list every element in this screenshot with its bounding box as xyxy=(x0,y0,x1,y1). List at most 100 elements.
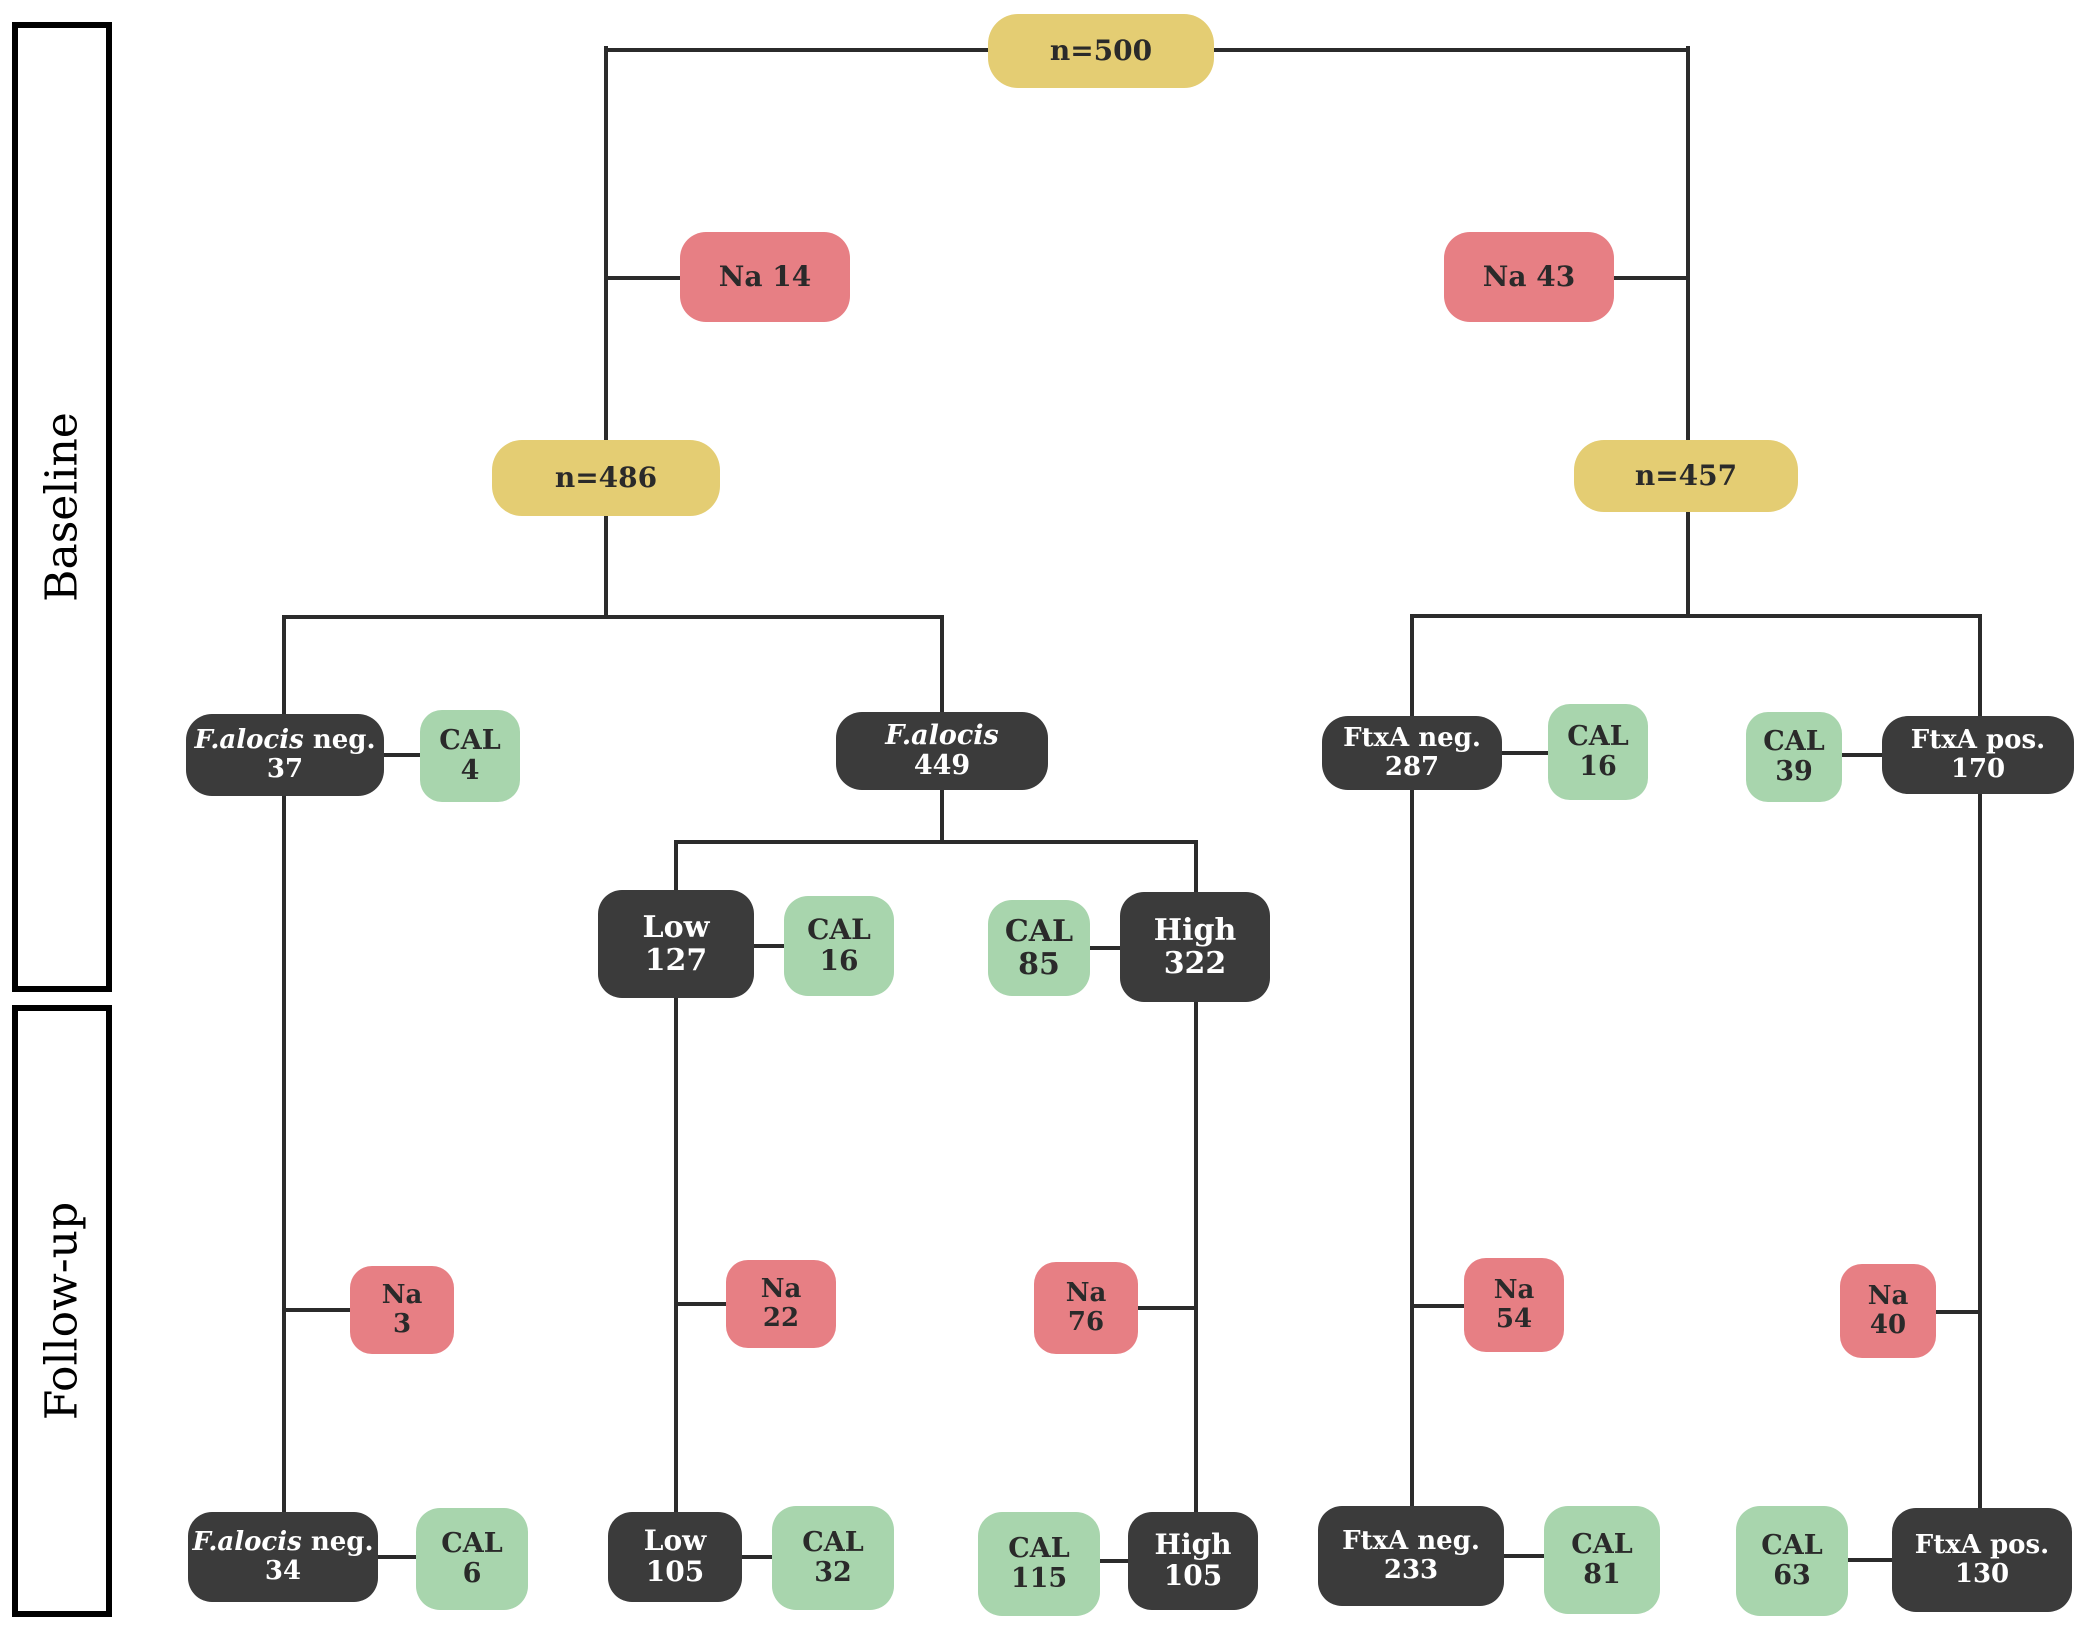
node-line1: Na 43 xyxy=(1482,259,1576,293)
node-label: n=500 xyxy=(1049,33,1153,67)
node-count: 233 xyxy=(1383,1555,1439,1585)
node-count: 287 xyxy=(1384,752,1440,782)
node-faneg37: F.alocis neg.37 xyxy=(186,714,384,796)
node-line1: FtxA pos. xyxy=(1911,726,2045,755)
node-line1: High xyxy=(1154,914,1237,947)
node-count: 449 xyxy=(913,750,971,781)
node-count: 22 xyxy=(762,1303,800,1333)
node-line1: F.alocis xyxy=(885,721,999,751)
node-label: CAL xyxy=(439,725,501,757)
followup-stage: Follow-up xyxy=(12,1005,112,1617)
node-line1: n=500 xyxy=(1049,33,1153,67)
node-count: 85 xyxy=(1018,947,1060,982)
node-label: FtxA pos. xyxy=(1914,1530,2050,1561)
node-italic-label: F.alocis xyxy=(192,1527,302,1558)
node-label: CAL xyxy=(1008,1533,1070,1565)
node-label: n=457 xyxy=(1634,458,1738,492)
followup-label: Follow-up xyxy=(36,1201,88,1421)
baseline-label: Baseline xyxy=(36,412,88,602)
node-line1: Na xyxy=(1066,1279,1107,1308)
node-count: 105 xyxy=(1163,1559,1223,1592)
node-count: 322 xyxy=(1163,946,1227,981)
node-count: 37 xyxy=(266,754,304,784)
node-ftxneg287: FtxA neg.287 xyxy=(1322,716,1502,790)
node-na43: Na 43 xyxy=(1444,232,1614,322)
node-count: 16 xyxy=(1579,751,1617,782)
node-n500: n=500 xyxy=(988,14,1214,88)
node-count: 4 xyxy=(460,755,480,786)
node-count: 105 xyxy=(645,1555,705,1588)
node-line1: F.alocis neg. xyxy=(194,726,375,755)
node-line1: FtxA pos. xyxy=(1915,1531,2049,1560)
node-italic-label: F.alocis xyxy=(194,725,304,756)
node-ftxpos130: FtxA pos.130 xyxy=(1892,1508,2072,1612)
node-label: CAL xyxy=(1004,914,1074,949)
node-label: High xyxy=(1154,1528,1232,1562)
node-line1: CAL xyxy=(1763,727,1824,757)
node-line1: Na xyxy=(761,1275,802,1304)
node-label: Na xyxy=(1493,1275,1535,1306)
node-count: 3 xyxy=(392,1309,412,1339)
node-line1: Na xyxy=(1868,1282,1909,1311)
node-count: 54 xyxy=(1495,1304,1533,1334)
node-count: 16 xyxy=(819,944,859,977)
node-count: 63 xyxy=(1773,1560,1811,1591)
node-label: Na xyxy=(1867,1281,1909,1312)
node-line1: FtxA neg. xyxy=(1343,724,1481,753)
node-italic-label: F.alocis xyxy=(885,720,999,752)
node-na14: Na 14 xyxy=(680,232,850,322)
node-label: CAL xyxy=(1571,1529,1633,1561)
node-count: 127 xyxy=(644,943,708,978)
node-label: FtxA pos. xyxy=(1910,725,2046,756)
node-label: n=486 xyxy=(554,460,658,494)
node-line1: CAL xyxy=(1567,722,1628,752)
node-count: 76 xyxy=(1067,1307,1105,1337)
node-n486: n=486 xyxy=(492,440,720,516)
node-label: Na 14 xyxy=(718,259,812,293)
node-line1: CAL xyxy=(439,726,500,756)
node-line1: CAL xyxy=(1761,1531,1822,1561)
node-line1: n=457 xyxy=(1634,458,1738,492)
node-line1: CAL xyxy=(441,1529,502,1559)
node-count: 6 xyxy=(462,1558,482,1589)
node-label: Na xyxy=(760,1274,802,1305)
node-count: 40 xyxy=(1869,1310,1907,1340)
node-label: Na xyxy=(1065,1278,1107,1309)
node-count: 32 xyxy=(814,1557,852,1588)
node-label: CAL xyxy=(807,913,871,947)
node-label: FtxA neg. xyxy=(1343,723,1481,754)
node-label: FtxA neg. xyxy=(1342,1526,1480,1557)
node-line1: CAL xyxy=(802,1528,863,1558)
node-line1: CAL xyxy=(807,913,871,947)
node-label: CAL xyxy=(802,1527,864,1559)
node-label: CAL xyxy=(1567,721,1629,753)
node-label: CAL xyxy=(1763,726,1825,758)
node-label: CAL xyxy=(441,1528,503,1560)
node-ftxneg233: FtxA neg.233 xyxy=(1318,1506,1504,1606)
node-label: Low xyxy=(643,1524,707,1558)
node-label: Na xyxy=(381,1280,423,1311)
node-line1: n=486 xyxy=(554,460,658,494)
node-line1: Low xyxy=(643,911,710,944)
node-line1: Na xyxy=(1494,1276,1535,1305)
node-line1: Na xyxy=(382,1281,423,1310)
node-label: Na 43 xyxy=(1482,259,1576,293)
node-count: 130 xyxy=(1954,1559,2010,1589)
node-count: 34 xyxy=(264,1556,302,1586)
